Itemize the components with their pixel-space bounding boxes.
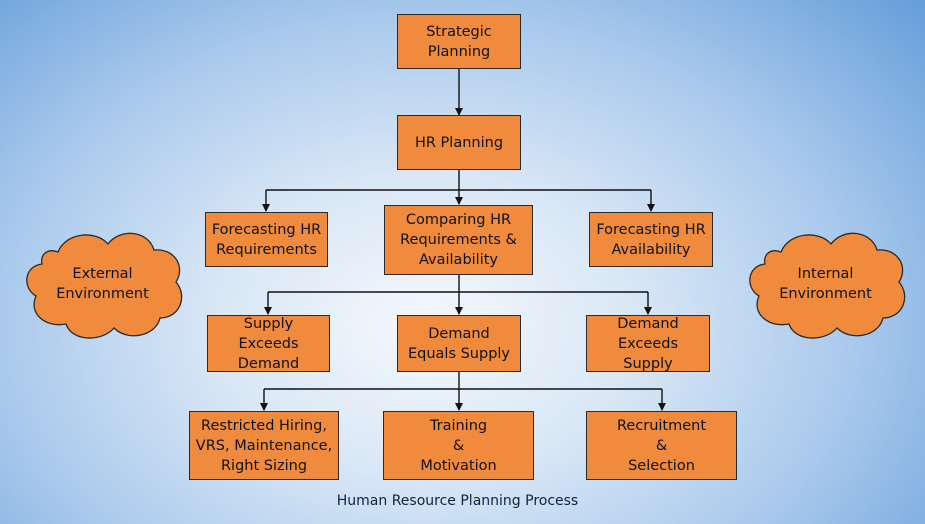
cloud-shape-icon bbox=[26, 232, 183, 339]
diagram-caption: Human Resource Planning Process bbox=[336, 493, 579, 509]
node-comparing-hr: Comparing HR Requirements & Availability bbox=[384, 205, 533, 275]
node-recruitment-selection: Recruitment & Selection bbox=[586, 411, 737, 480]
node-forecasting-hr-requirements: Forecasting HR Requirements bbox=[205, 212, 328, 267]
cloud-shape-icon bbox=[749, 232, 906, 339]
node-demand-exceeds-supply: Demand Exceeds Supply bbox=[586, 315, 710, 372]
node-hr-planning: HR Planning bbox=[397, 115, 521, 170]
node-demand-equals-supply: Demand Equals Supply bbox=[397, 315, 521, 372]
node-supply-exceeds-demand: Supply Exceeds Demand bbox=[207, 315, 330, 372]
cloud-external-label: External Environment bbox=[56, 266, 149, 302]
node-training-motivation: Training & Motivation bbox=[383, 411, 534, 480]
node-strategic-planning: Strategic Planning bbox=[397, 14, 521, 69]
cloud-internal-environment: Internal Environment bbox=[743, 224, 908, 344]
node-restricted-hiring: Restricted Hiring, VRS, Maintenance, Rig… bbox=[189, 411, 339, 480]
cloud-internal-label: Internal Environment bbox=[779, 266, 872, 302]
cloud-external-environment: External Environment bbox=[20, 224, 185, 344]
node-forecasting-hr-availability: Forecasting HR Availability bbox=[589, 212, 713, 267]
